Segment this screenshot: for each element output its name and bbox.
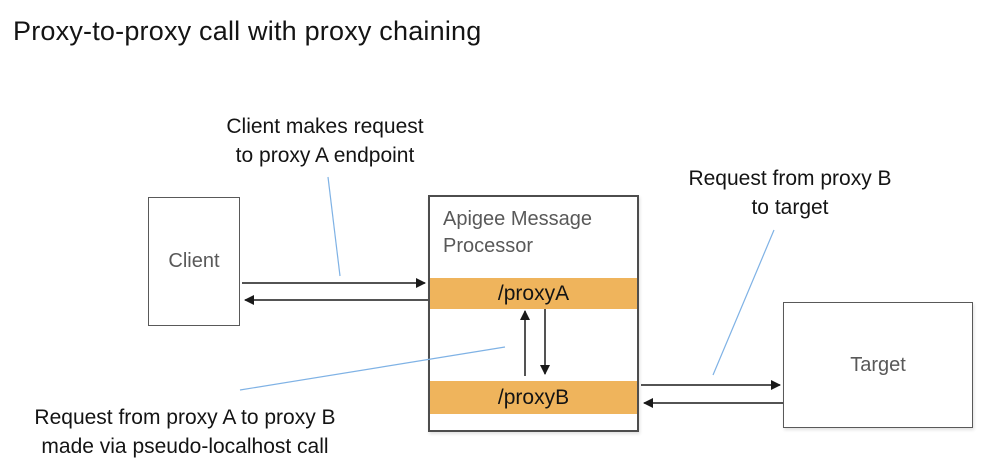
apigee-message-processor-box: Apigee Message Processor /proxyA /proxyB [428, 195, 639, 432]
client-box: Client [148, 197, 240, 326]
annotation-proxya-to-proxyb: Request from proxy A to proxy B made via… [5, 403, 365, 461]
client-label: Client [168, 250, 220, 272]
proxy-a-bar: /proxyA [430, 278, 637, 309]
annotation-proxyb-to-target: Request from proxy B to target [660, 164, 920, 222]
proxy-b-bar: /proxyB [430, 381, 637, 414]
annotation-client-request-line1: Client makes request [226, 115, 424, 138]
target-box: Target [783, 302, 973, 428]
proxy-a-label: /proxyA [497, 281, 570, 305]
proxy-b-label: /proxyB [497, 385, 570, 409]
annotation-client-request-line2: to proxy A endpoint [235, 144, 415, 167]
target-label: Target [850, 353, 906, 376]
annotation-proxya-to-proxyb-line2: made via pseudo-localhost call [41, 435, 329, 458]
diagram-title: Proxy-to-proxy call with proxy chaining [13, 16, 482, 46]
callout-line-client-request [327, 176, 341, 277]
apigee-message-processor-label: Apigee Message Processor [443, 208, 592, 257]
annotation-proxya-to-proxyb-line1: Request from proxy A to proxy B [34, 406, 336, 429]
callout-line-request-to-target [712, 229, 775, 376]
annotation-client-request: Client makes request to proxy A endpoint [170, 112, 480, 170]
annotation-proxyb-to-target-line1: Request from proxy B [688, 167, 892, 190]
annotation-proxyb-to-target-line2: to target [751, 196, 829, 219]
